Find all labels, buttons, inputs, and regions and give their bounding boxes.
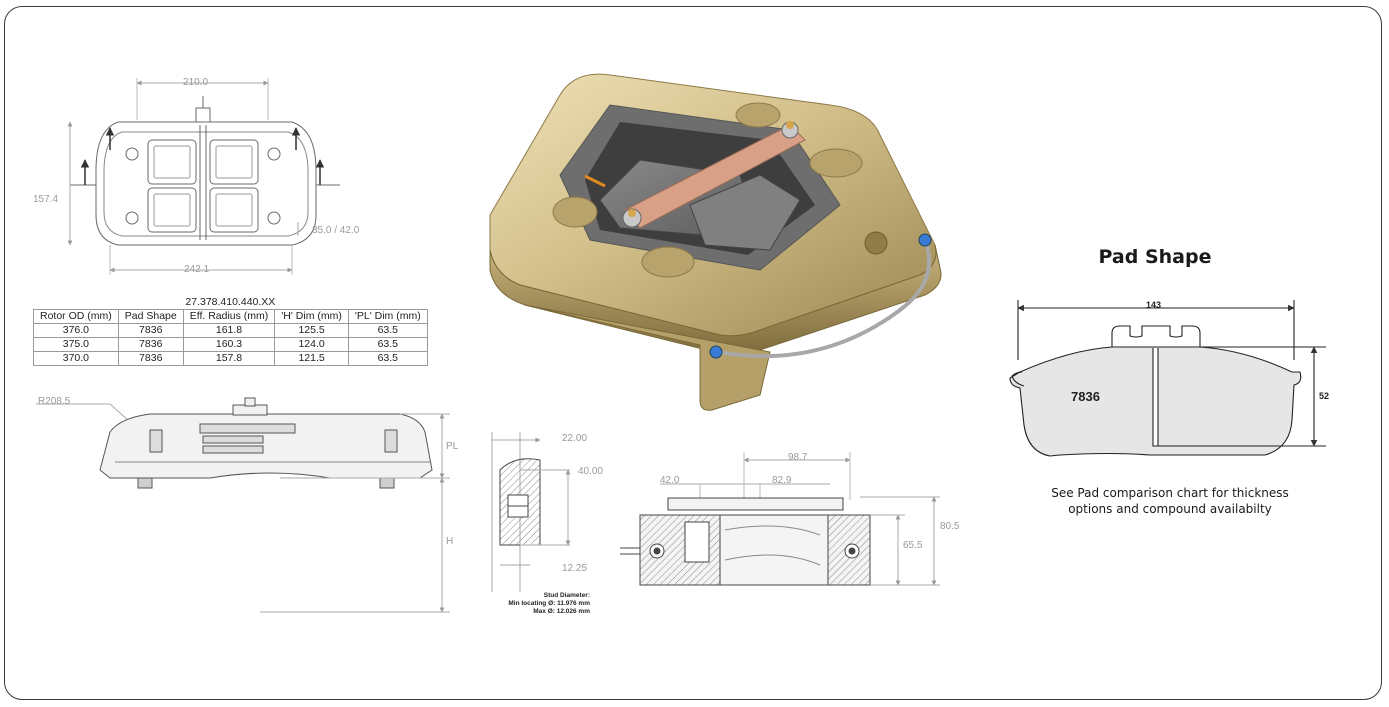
col-header: Pad Shape xyxy=(117,309,184,324)
dim-top-width: 210.0 xyxy=(183,77,209,88)
table-cell: 7836 xyxy=(117,351,184,366)
table-cell: 160.3 xyxy=(182,337,276,352)
pad-code: 7836 xyxy=(1071,389,1100,404)
table-cell: 124.0 xyxy=(274,337,349,352)
table-cell: 7836 xyxy=(117,337,184,352)
table-cell: 7836 xyxy=(117,323,184,338)
dim-end-inner-height: 65.5 xyxy=(903,540,923,551)
table-cell: 125.5 xyxy=(274,323,349,338)
stud-title: Stud Diameter: xyxy=(543,592,590,599)
spec-table: 27.378.410.440.XX Rotor OD (mm) Pad Shap… xyxy=(33,296,428,366)
table-row: 376.0 7836 161.8 125.5 63.5 xyxy=(33,323,428,338)
table-row: 375.0 7836 160.3 124.0 63.5 xyxy=(33,337,428,352)
pad-note-line2: options and compound availabilty xyxy=(1068,502,1272,516)
dim-end-top: 98.7 xyxy=(788,452,808,463)
col-header: Eff. Radius (mm) xyxy=(182,309,276,324)
table-cell: 376.0 xyxy=(33,323,119,338)
pad-shape-drawing xyxy=(1009,300,1326,457)
caliper-3d-render xyxy=(489,73,942,411)
table-cell: 63.5 xyxy=(347,351,428,366)
dim-radius: R208.5 xyxy=(38,396,71,407)
pad-height-label: 52 xyxy=(1319,391,1330,401)
pad-shape-title: Pad Shape xyxy=(1098,246,1212,268)
stud-min: Min locating Ø: 11.976 mm xyxy=(508,600,590,607)
caliper-side-view xyxy=(36,397,450,613)
stud-max: Max Ø: 12.026 mm xyxy=(533,608,590,615)
col-header: 'H' Dim (mm) xyxy=(274,309,349,324)
dim-top-height: 157.4 xyxy=(33,194,59,205)
stud-diameter-note: Stud Diameter: Min locating Ø: 11.976 mm… xyxy=(450,592,590,616)
dim-end-outer-height: 80.5 xyxy=(940,521,960,532)
caliper-end-view xyxy=(620,452,940,586)
table-cell: 370.0 xyxy=(33,351,119,366)
dim-section-top: 22.00 xyxy=(562,433,588,444)
part-number: 27.378.410.440.XX xyxy=(33,296,428,310)
dim-end-left: 42.0 xyxy=(660,475,680,486)
table-cell: 161.8 xyxy=(182,323,276,338)
table-cell: 63.5 xyxy=(347,337,428,352)
caliper-section-view xyxy=(491,432,571,592)
pad-width-label: 143 xyxy=(1146,300,1162,310)
col-header: 'PL' Dim (mm) xyxy=(347,309,428,324)
table-cell: 375.0 xyxy=(33,337,119,352)
dim-section-right: 40.00 xyxy=(578,466,604,477)
dim-pl: PL xyxy=(446,441,459,452)
table-cell: 121.5 xyxy=(274,351,349,366)
dim-end-mid: 82.9 xyxy=(772,475,792,486)
spec-table-header-row: Rotor OD (mm) Pad Shape Eff. Radius (mm)… xyxy=(33,309,428,324)
table-row: 370.0 7836 157.8 121.5 63.5 xyxy=(33,351,428,366)
table-cell: 157.8 xyxy=(182,351,276,366)
pad-note-line1: See Pad comparison chart for thickness xyxy=(1051,486,1289,500)
spec-table-title-row: 27.378.410.440.XX xyxy=(33,296,428,310)
caliper-top-view xyxy=(67,78,340,275)
dim-offset: 35.0 / 42.0 xyxy=(312,225,360,236)
dim-section-bottom: 12.25 xyxy=(562,563,588,574)
pad-note: See Pad comparison chart for thickness o… xyxy=(1010,485,1330,517)
col-header: Rotor OD (mm) xyxy=(33,309,119,324)
table-cell: 63.5 xyxy=(347,323,428,338)
page-frame xyxy=(4,6,1382,700)
dim-h: H xyxy=(446,536,454,547)
dim-bottom-width: 242.1 xyxy=(184,264,210,275)
